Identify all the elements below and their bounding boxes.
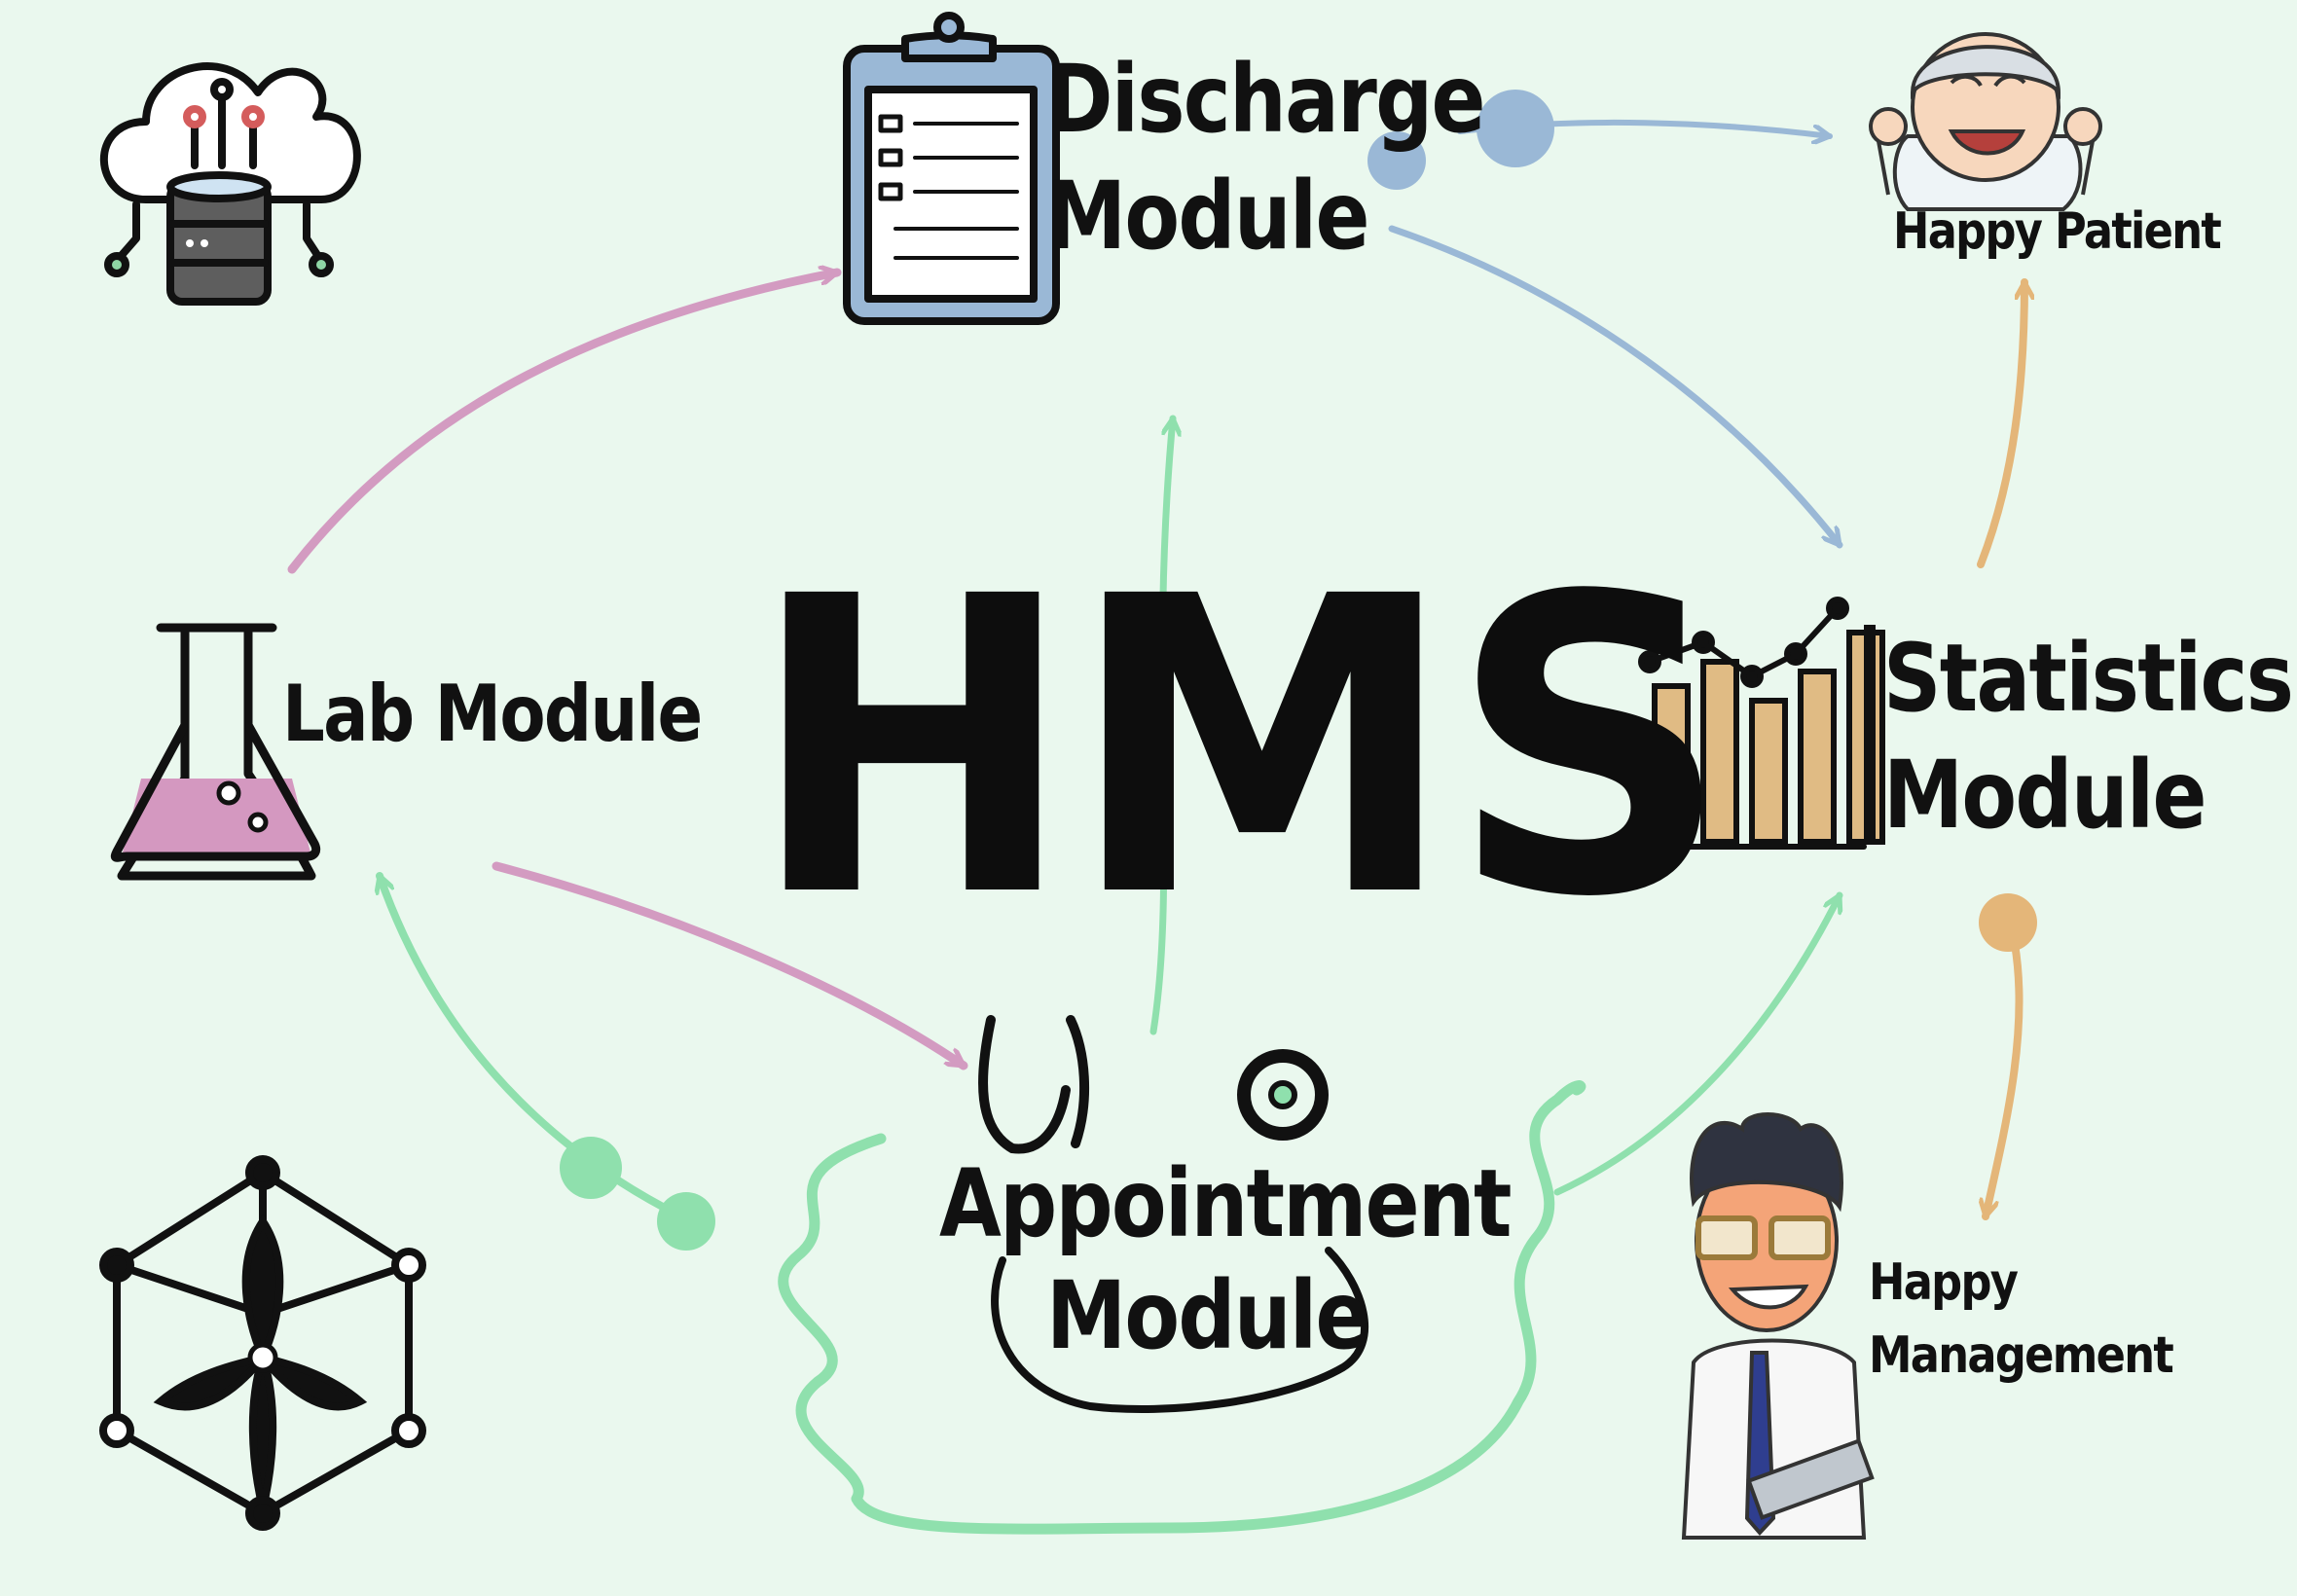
cloud-database-icon [99,62,361,306]
discharge-module-label-line2: Module [1046,162,1369,271]
appointment-module-label-line2: Module [1046,1261,1369,1370]
happy-patient-label: Happy Patient [1893,202,2222,261]
arrow-statistics-to-management [1986,940,2024,1216]
arrows [287,90,2037,1535]
discharge-module-label-line1: Discharge [1046,45,1485,154]
green-dot [560,1137,622,1199]
statistics-module-label-line1: Statistics [1883,624,2294,733]
elderly-patient-illustration [1869,32,2102,211]
arrow-lab-to-discharge [287,272,842,574]
flask-icon [110,623,321,881]
arrow-discharge-to-statistics [1388,225,1843,545]
green-dot [657,1192,715,1251]
squiggle-line [778,1080,1586,1535]
network-cube-icon [99,1155,426,1531]
stethoscope-icon [978,1015,1369,1413]
arrow-lab-to-appointment [492,861,968,1070]
statistics-module-label-line2: Module [1883,741,2206,850]
blue-dot [1477,90,1554,167]
arrow-appointment-to-discharge [1149,415,1173,1035]
clipboard-icon [843,12,1060,325]
arrow-statistics-to-patient [1977,278,2024,568]
hms-title: HMS [749,511,1730,987]
orange-dot [1979,893,2037,952]
lab-module-label: Lab Module [282,669,703,759]
arrow-appointment-to-statistics [1553,895,1843,1196]
arrow-appointment-to-lab [380,876,685,1220]
appointment-module-label-line1: Appointment [939,1149,1512,1258]
doctor-illustration [1681,1112,1875,1540]
happy-management-label-line2: Management [1869,1326,2174,1385]
happy-management-label-line1: Happy [1869,1253,2019,1312]
bar-chart-icon [1622,597,1885,850]
blue-dot [1367,131,1426,190]
